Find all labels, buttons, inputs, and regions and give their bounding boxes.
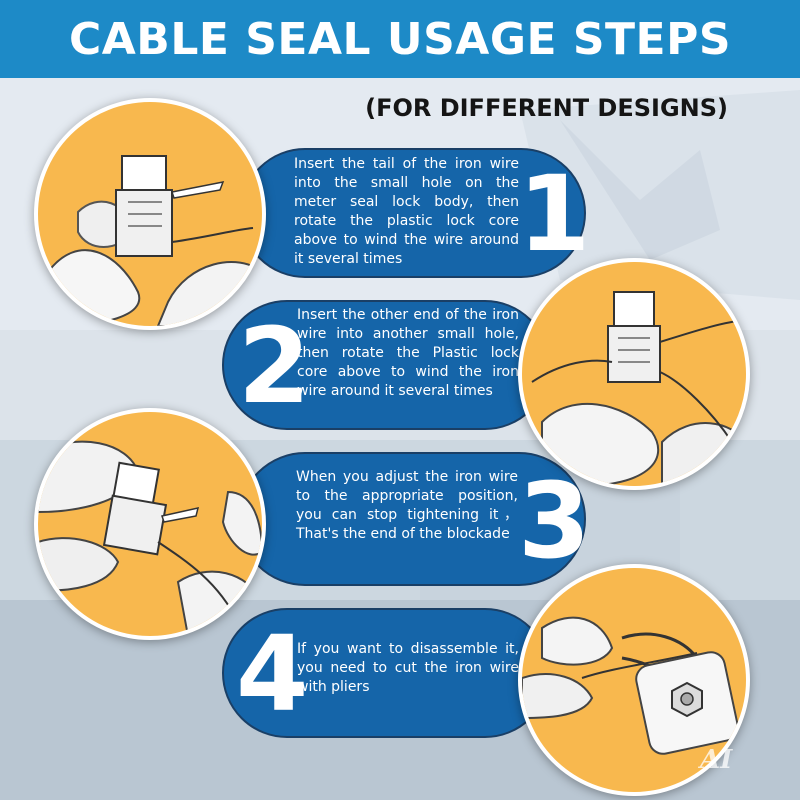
watermark-logo: AI [700, 745, 733, 775]
step-4-panel: If you want to disassemble it, you need … [222, 608, 550, 738]
cable-seal-tighten-photo-icon [38, 440, 262, 636]
cable-seal-wire-photo-icon [531, 291, 746, 486]
step-4-number: 4 [236, 613, 309, 735]
step-4-text: If you want to disassemble it, you need … [297, 641, 519, 695]
step-1-panel: Insert the tail of the iron wire into th… [240, 148, 590, 278]
step-2-number: 2 [238, 305, 311, 427]
step-2-photo [518, 258, 750, 490]
step-3-text: When you adjust the iron wire to the app… [296, 469, 518, 542]
step-2-text: Insert the other end of the iron wire in… [297, 307, 519, 399]
step-1-text: Insert the tail of the iron wire into th… [294, 156, 519, 267]
step-3-number: 3 [518, 460, 591, 582]
cable-seal-hand-photo-icon [46, 155, 262, 326]
page-subtitle: (FOR DIFFERENT DESIGNS) [365, 94, 728, 122]
page-title: CABLE SEAL USAGE STEPS [68, 13, 732, 65]
header-banner: CABLE SEAL USAGE STEPS [0, 0, 800, 78]
step-4-photo [518, 564, 750, 796]
step-1-photo [34, 98, 266, 330]
step-3-panel: When you adjust the iron wire to the app… [238, 452, 590, 586]
step-3-photo [34, 408, 266, 640]
step-2-panel: Insert the other end of the iron wire in… [222, 300, 550, 430]
step-1-number: 1 [518, 153, 591, 275]
pliers-cut-photo-icon [522, 616, 739, 755]
